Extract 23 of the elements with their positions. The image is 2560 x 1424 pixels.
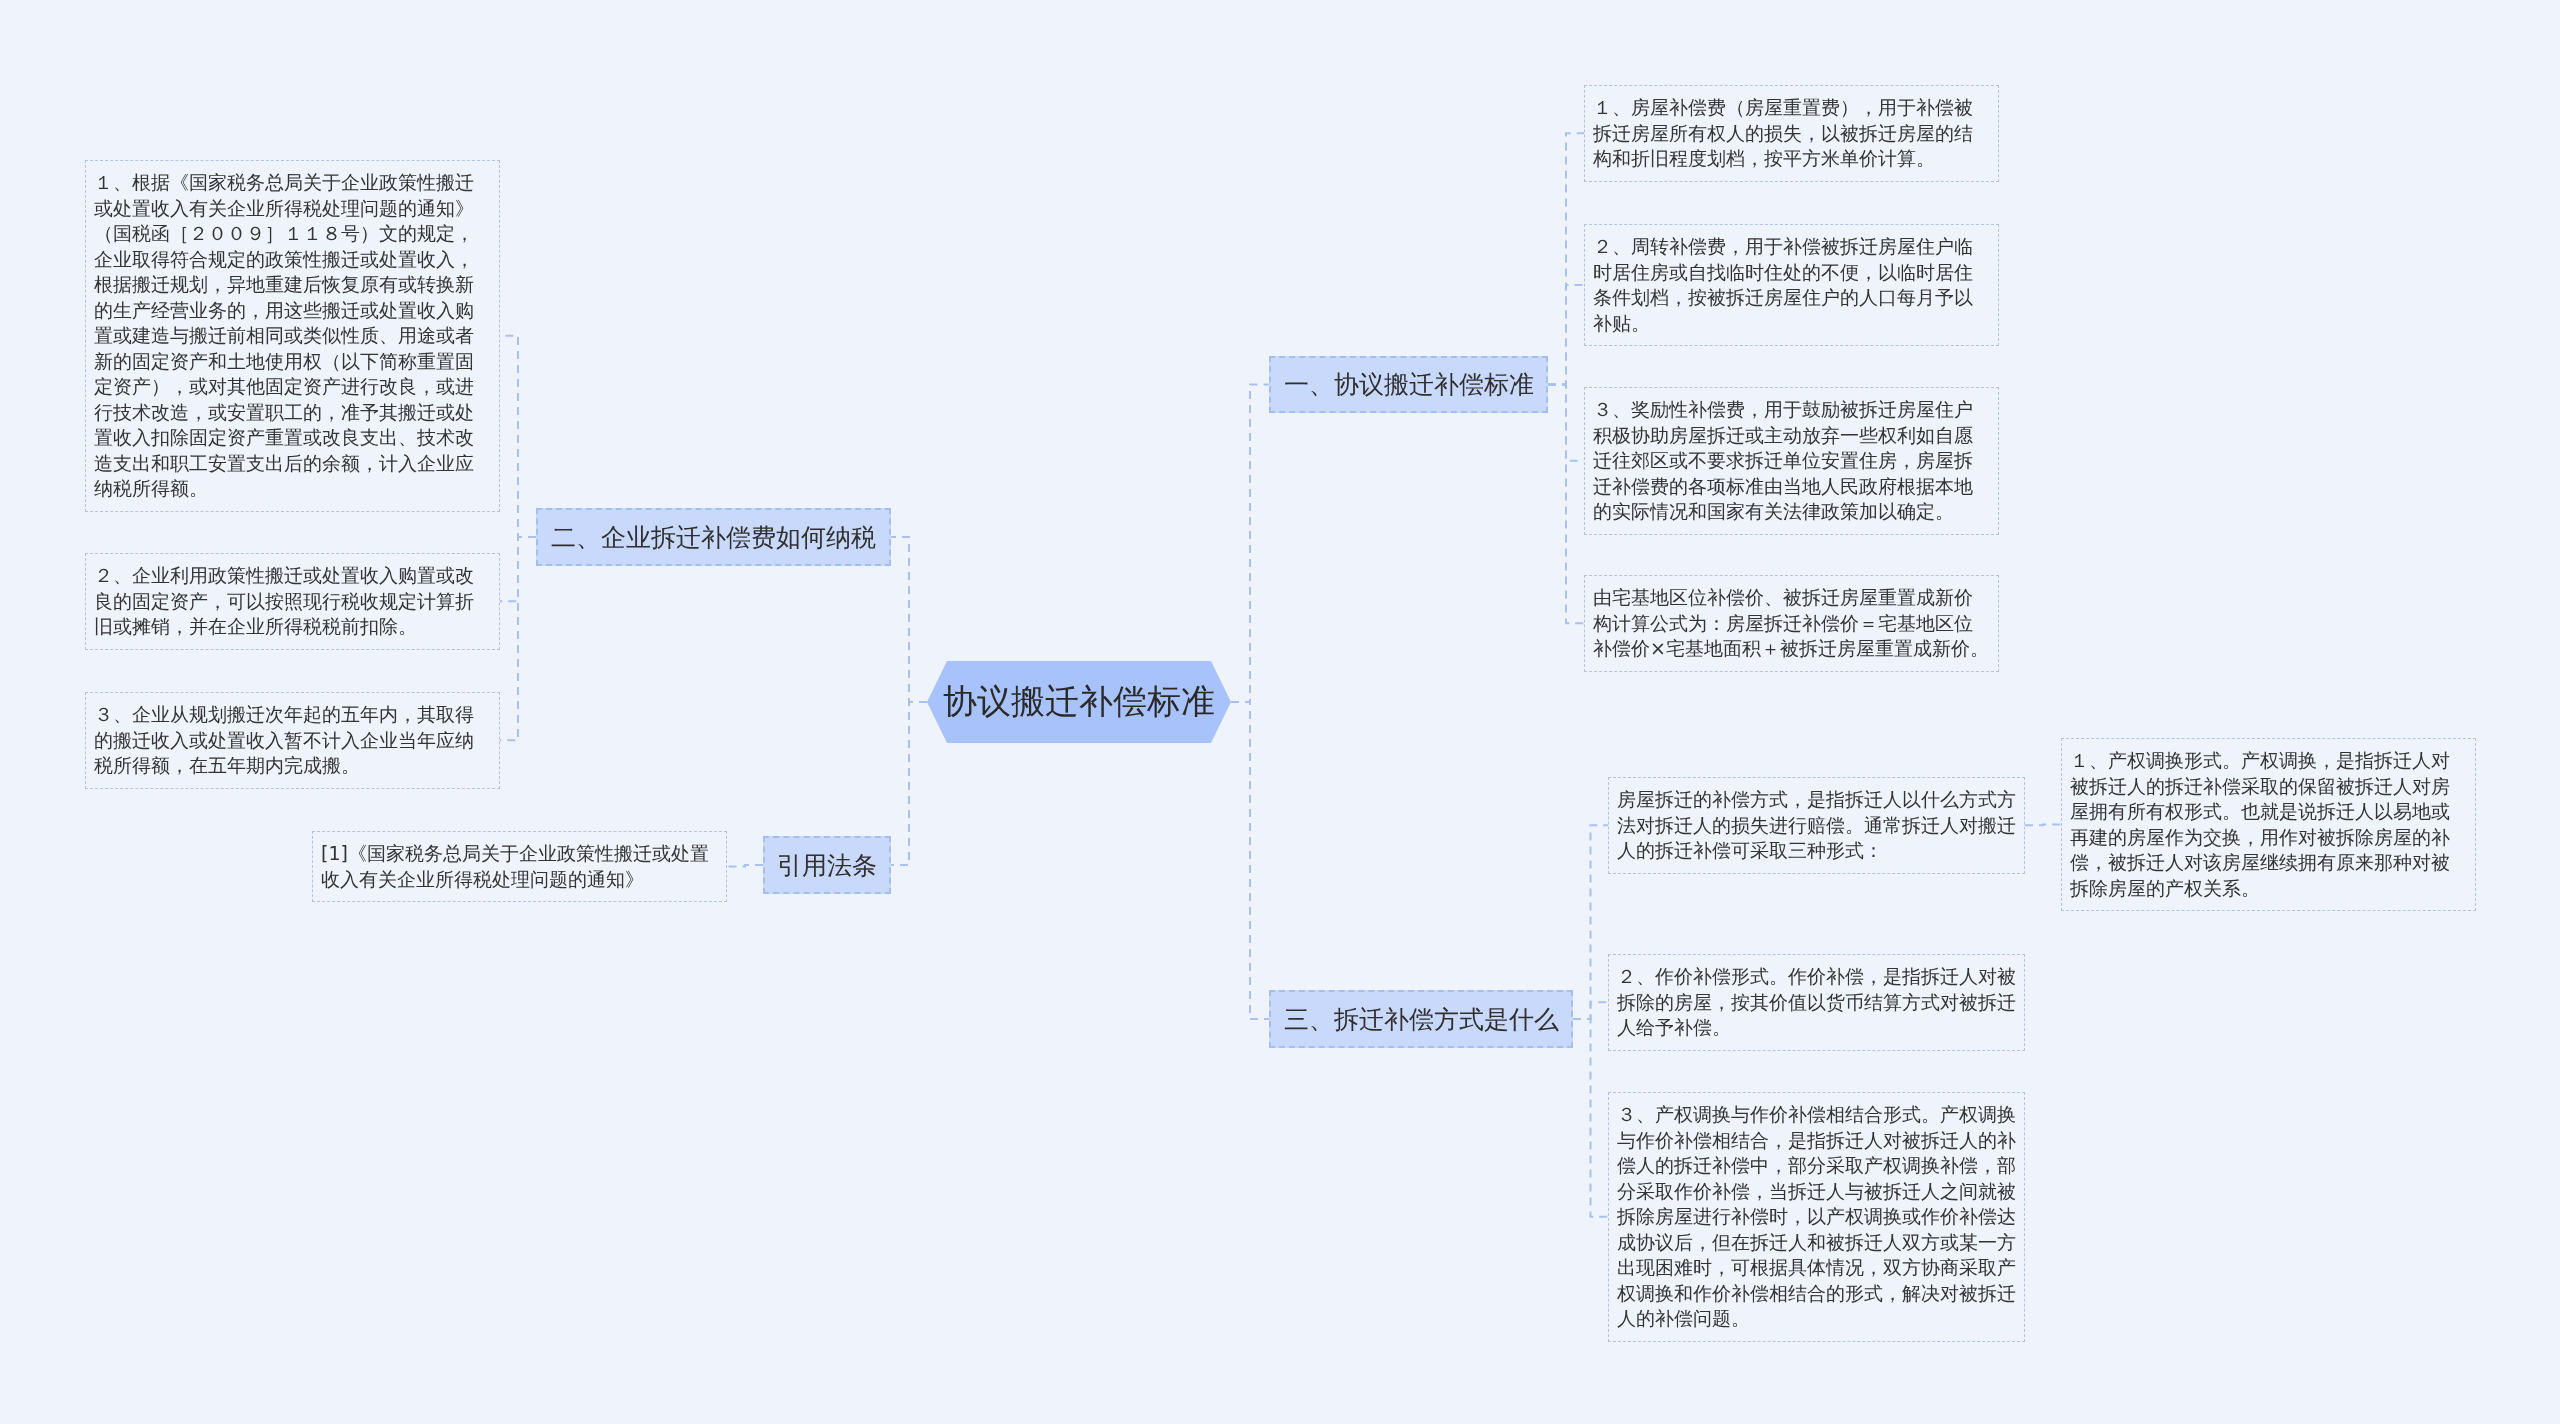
note-box: １、产权调换形式。产权调换，是指拆迁人对被拆迁人的拆迁补偿采取的保留被拆迁人对房屋拥有所有权形式。也就是说拆迁人以易地或再建的房屋作为交换，用作对被拆除房屋的补偿，被拆迁人对该房屋继续拥有原来那种对被拆除房屋的产权关系。	[2061, 738, 2476, 911]
note-box: ３、奖励性补偿费，用于鼓励被拆迁房屋住户积极协助房屋拆迁或主动放弃一些权利如自愿迁往郊区或不要求拆迁单位安置住房，房屋拆迁补偿费的各项标准由当地人民政府根据本地的实际情况和国家有关法律政策加以确定。	[1584, 387, 1999, 535]
connector-line	[1230, 701, 1270, 1020]
note-box: １、根据《国家税务总局关于企业政策性搬迁或处置收入有关企业所得税处理问题的通知》（国税函［２００９］１１８号）文的规定，企业取得符合规定的政策性搬迁或处置收入，根据搬迁规划，异地重建后恢复原有或转换新的生产经营业务的，用这些搬迁或处置收入购置或建造与搬迁前相同或类似性质、用途或者新的固定资产和土地使用权（以下简称重置固定资产），或对其他固定资产进行改良，或进行技术改造，或安置职工的，准予其搬迁或处置收入扣除固定资产重置或改良支出、技术改造支出和职工安置支出后的余额，计入企业应纳税所得额。	[85, 160, 500, 512]
note-box: [1]《国家税务总局关于企业政策性搬迁或处置收入有关企业所得税处理问题的通知》	[312, 831, 727, 902]
note-box: ３、企业从规划搬迁次年起的五年内，其取得的搬迁收入或处置收入暂不计入企业当年应纳税所得额，在五年期内完成搬。	[85, 692, 500, 789]
note-box: １、房屋补偿费（房屋重置费），用于补偿被拆迁房屋所有权人的损失，以被拆迁房屋的结构和折旧程度划档，按平方米单价计算。	[1584, 85, 1999, 182]
topic-box: 引用法条	[763, 836, 891, 894]
connector-line	[1547, 383, 1585, 625]
note-box: 房屋拆迁的补偿方式，是指拆迁人以什么方式方法对拆迁人的损失进行赔偿。通常拆迁人对搬迁人的拆迁补偿可采取三种形式：	[1608, 777, 2025, 874]
connector-line	[499, 536, 537, 742]
topic-box: 一、协议搬迁补偿标准	[1269, 356, 1548, 413]
topic-box: 三、拆迁补偿方式是什么	[1269, 990, 1573, 1048]
connector-line	[1572, 1018, 1609, 1218]
connector-line	[726, 864, 764, 868]
note-box: ２、作价补偿形式。作价补偿，是指拆迁人对被拆除的房屋，按其价值以货币结算方式对被拆迁人给予补偿。	[1608, 954, 2025, 1051]
connector-line	[2024, 823, 2062, 827]
note-box: ２、企业利用政策性搬迁或处置收入购置或改良的固定资产，可以按照现行税收规定计算折旧或摊销，并在企业所得税税前扣除。	[85, 553, 500, 650]
note-box: 由宅基地区位补偿价、被拆迁房屋重置成新价构计算公式为：房屋拆迁补偿价＝宅基地区位补偿价×宅基地面积＋被拆迁房屋重置成新价。	[1584, 575, 1999, 672]
connector-line	[890, 701, 928, 866]
topic-box: 二、企业拆迁补偿费如何纳税	[536, 508, 891, 566]
note-box: ２、周转补偿费，用于补偿被拆迁房屋住户临时居住房或自找临时住处的不便，以临时居住条件划档，按被拆迁房屋住户的人口每月予以补贴。	[1584, 224, 1999, 346]
note-box: ３、产权调换与作价补偿相结合形式。产权调换与作价补偿相结合，是指拆迁人对被拆迁人的补偿人的拆迁补偿中，部分采取产权调换补偿，部分采取作价补偿，当拆迁人与被拆迁人之间就被拆除房屋进行补偿时，以产权调换或作价补偿达成协议后，但在拆迁人和被拆迁人双方或某一方出现困难时，可根据具体情况，双方协商采取产权调换和作价补偿相结合的形式，解决对被拆迁人的补偿问题。	[1608, 1092, 2025, 1342]
